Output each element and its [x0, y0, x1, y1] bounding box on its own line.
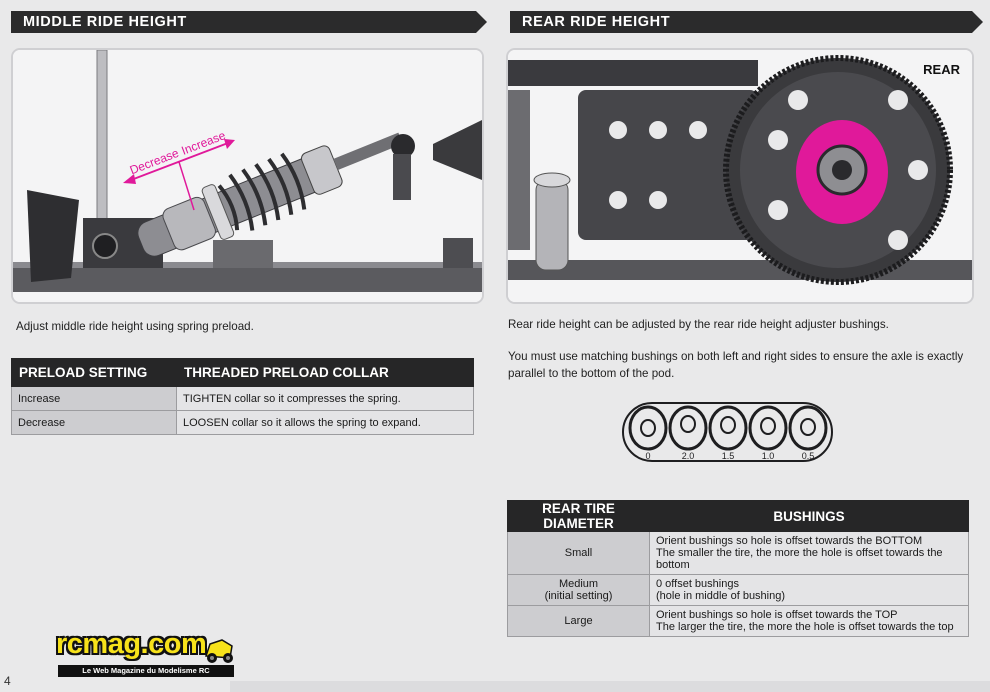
middle-ride-height-banner: MIDDLE RIDE HEIGHT: [11, 11, 487, 33]
preload-collar-cell: LOOSEN collar so it allows the spring to…: [176, 410, 474, 435]
preload-table: PRELOAD SETTING THREADED PRELOAD COLLAR …: [11, 358, 474, 435]
bushing-label: 1.0: [762, 451, 775, 461]
diameter-note: (initial setting): [544, 590, 613, 602]
gear-illustration: [508, 50, 972, 302]
diameter-cell: Small: [507, 531, 650, 575]
middle-ride-height-text: Adjust middle ride height using spring p…: [16, 320, 254, 333]
banner-title: MIDDLE RIDE HEIGHT: [23, 14, 187, 30]
rear-tire-table: REAR TIRE DIAMETER BUSHINGS Small Orient…: [507, 500, 969, 637]
diameter-value: Medium: [558, 578, 599, 590]
bushing-label: 1.5: [722, 451, 735, 461]
bushings-line: The larger the tire, the more the hole i…: [656, 621, 954, 633]
bushings-cell: 0 offset bushings (hole in middle of bus…: [649, 574, 969, 606]
matching-bushings-text: You must use matching bushings on both l…: [508, 350, 964, 380]
table-header-row: REAR TIRE DIAMETER BUSHINGS: [507, 500, 969, 532]
diameter-cell: Medium (initial setting): [507, 574, 650, 606]
rc-car-icon: [204, 639, 233, 663]
table-row: Small Orient bushings so hole is offset …: [507, 531, 969, 575]
footer-bar: [230, 681, 990, 692]
bushings-line: Orient bushings so hole is offset toward…: [656, 535, 923, 547]
page-number: 4: [4, 674, 11, 688]
shock-illustration: Decrease Increase: [13, 50, 482, 302]
table-header-row: PRELOAD SETTING THREADED PRELOAD COLLAR: [11, 358, 474, 387]
bushings-line: The smaller the tire, the more the hole …: [656, 547, 943, 571]
rear-ride-height-text: Rear ride height can be adjusted by the …: [508, 318, 889, 331]
preload-setting-cell: Decrease: [11, 410, 177, 435]
middle-shock-photo: Decrease Increase: [11, 48, 484, 304]
bushings-header: BUSHINGS: [649, 500, 969, 532]
table-row: Decrease LOOSEN collar so it allows the …: [11, 410, 474, 435]
diameter-value: Small: [564, 547, 593, 559]
rear-ride-height-banner: REAR RIDE HEIGHT: [510, 11, 983, 33]
preload-setting-header: PRELOAD SETTING: [11, 358, 177, 387]
bushings-line: 0 offset bushings: [656, 578, 739, 590]
rcmag-logo[interactable]: rcmag.com Le Web Magazine du Modelisme R…: [56, 628, 234, 678]
table-row: Increase TIGHTEN collar so it compresses…: [11, 386, 474, 411]
bushing-label: 2.0: [682, 451, 695, 461]
diameter-cell: Large: [507, 605, 650, 637]
logo-tagline: Le Web Magazine du Modelisme RC: [58, 665, 234, 677]
preload-collar-cell: TIGHTEN collar so it compresses the spri…: [176, 386, 474, 411]
preload-setting-cell: Increase: [11, 386, 177, 411]
banner-title: REAR RIDE HEIGHT: [522, 14, 671, 30]
table-row: Medium (initial setting) 0 offset bushin…: [507, 574, 969, 606]
bushings-diagram: 0 2.0 1.5 1.0 0.5: [622, 402, 833, 462]
banner-arrow: [972, 11, 983, 33]
bushing-label: 0: [645, 451, 650, 461]
preload-collar-header: THREADED PRELOAD COLLAR: [176, 358, 474, 387]
bushings-line: (hole in middle of bushing): [656, 590, 786, 602]
bushings-cell: Orient bushings so hole is offset toward…: [649, 605, 969, 637]
rear-tire-diameter-header: REAR TIRE DIAMETER: [507, 500, 650, 532]
diameter-value: Large: [564, 615, 593, 627]
table-row: Large Orient bushings so hole is offset …: [507, 605, 969, 637]
bushing-label: 0.5: [802, 451, 815, 461]
logo-wordmark: rcmag.com: [56, 628, 207, 660]
rear-label: REAR: [923, 62, 960, 77]
bushings-line: Orient bushings so hole is offset toward…: [656, 609, 898, 621]
banner-arrow: [476, 11, 487, 33]
bushings-cell: Orient bushings so hole is offset toward…: [649, 531, 969, 575]
rear-gear-photo: REAR: [506, 48, 974, 304]
